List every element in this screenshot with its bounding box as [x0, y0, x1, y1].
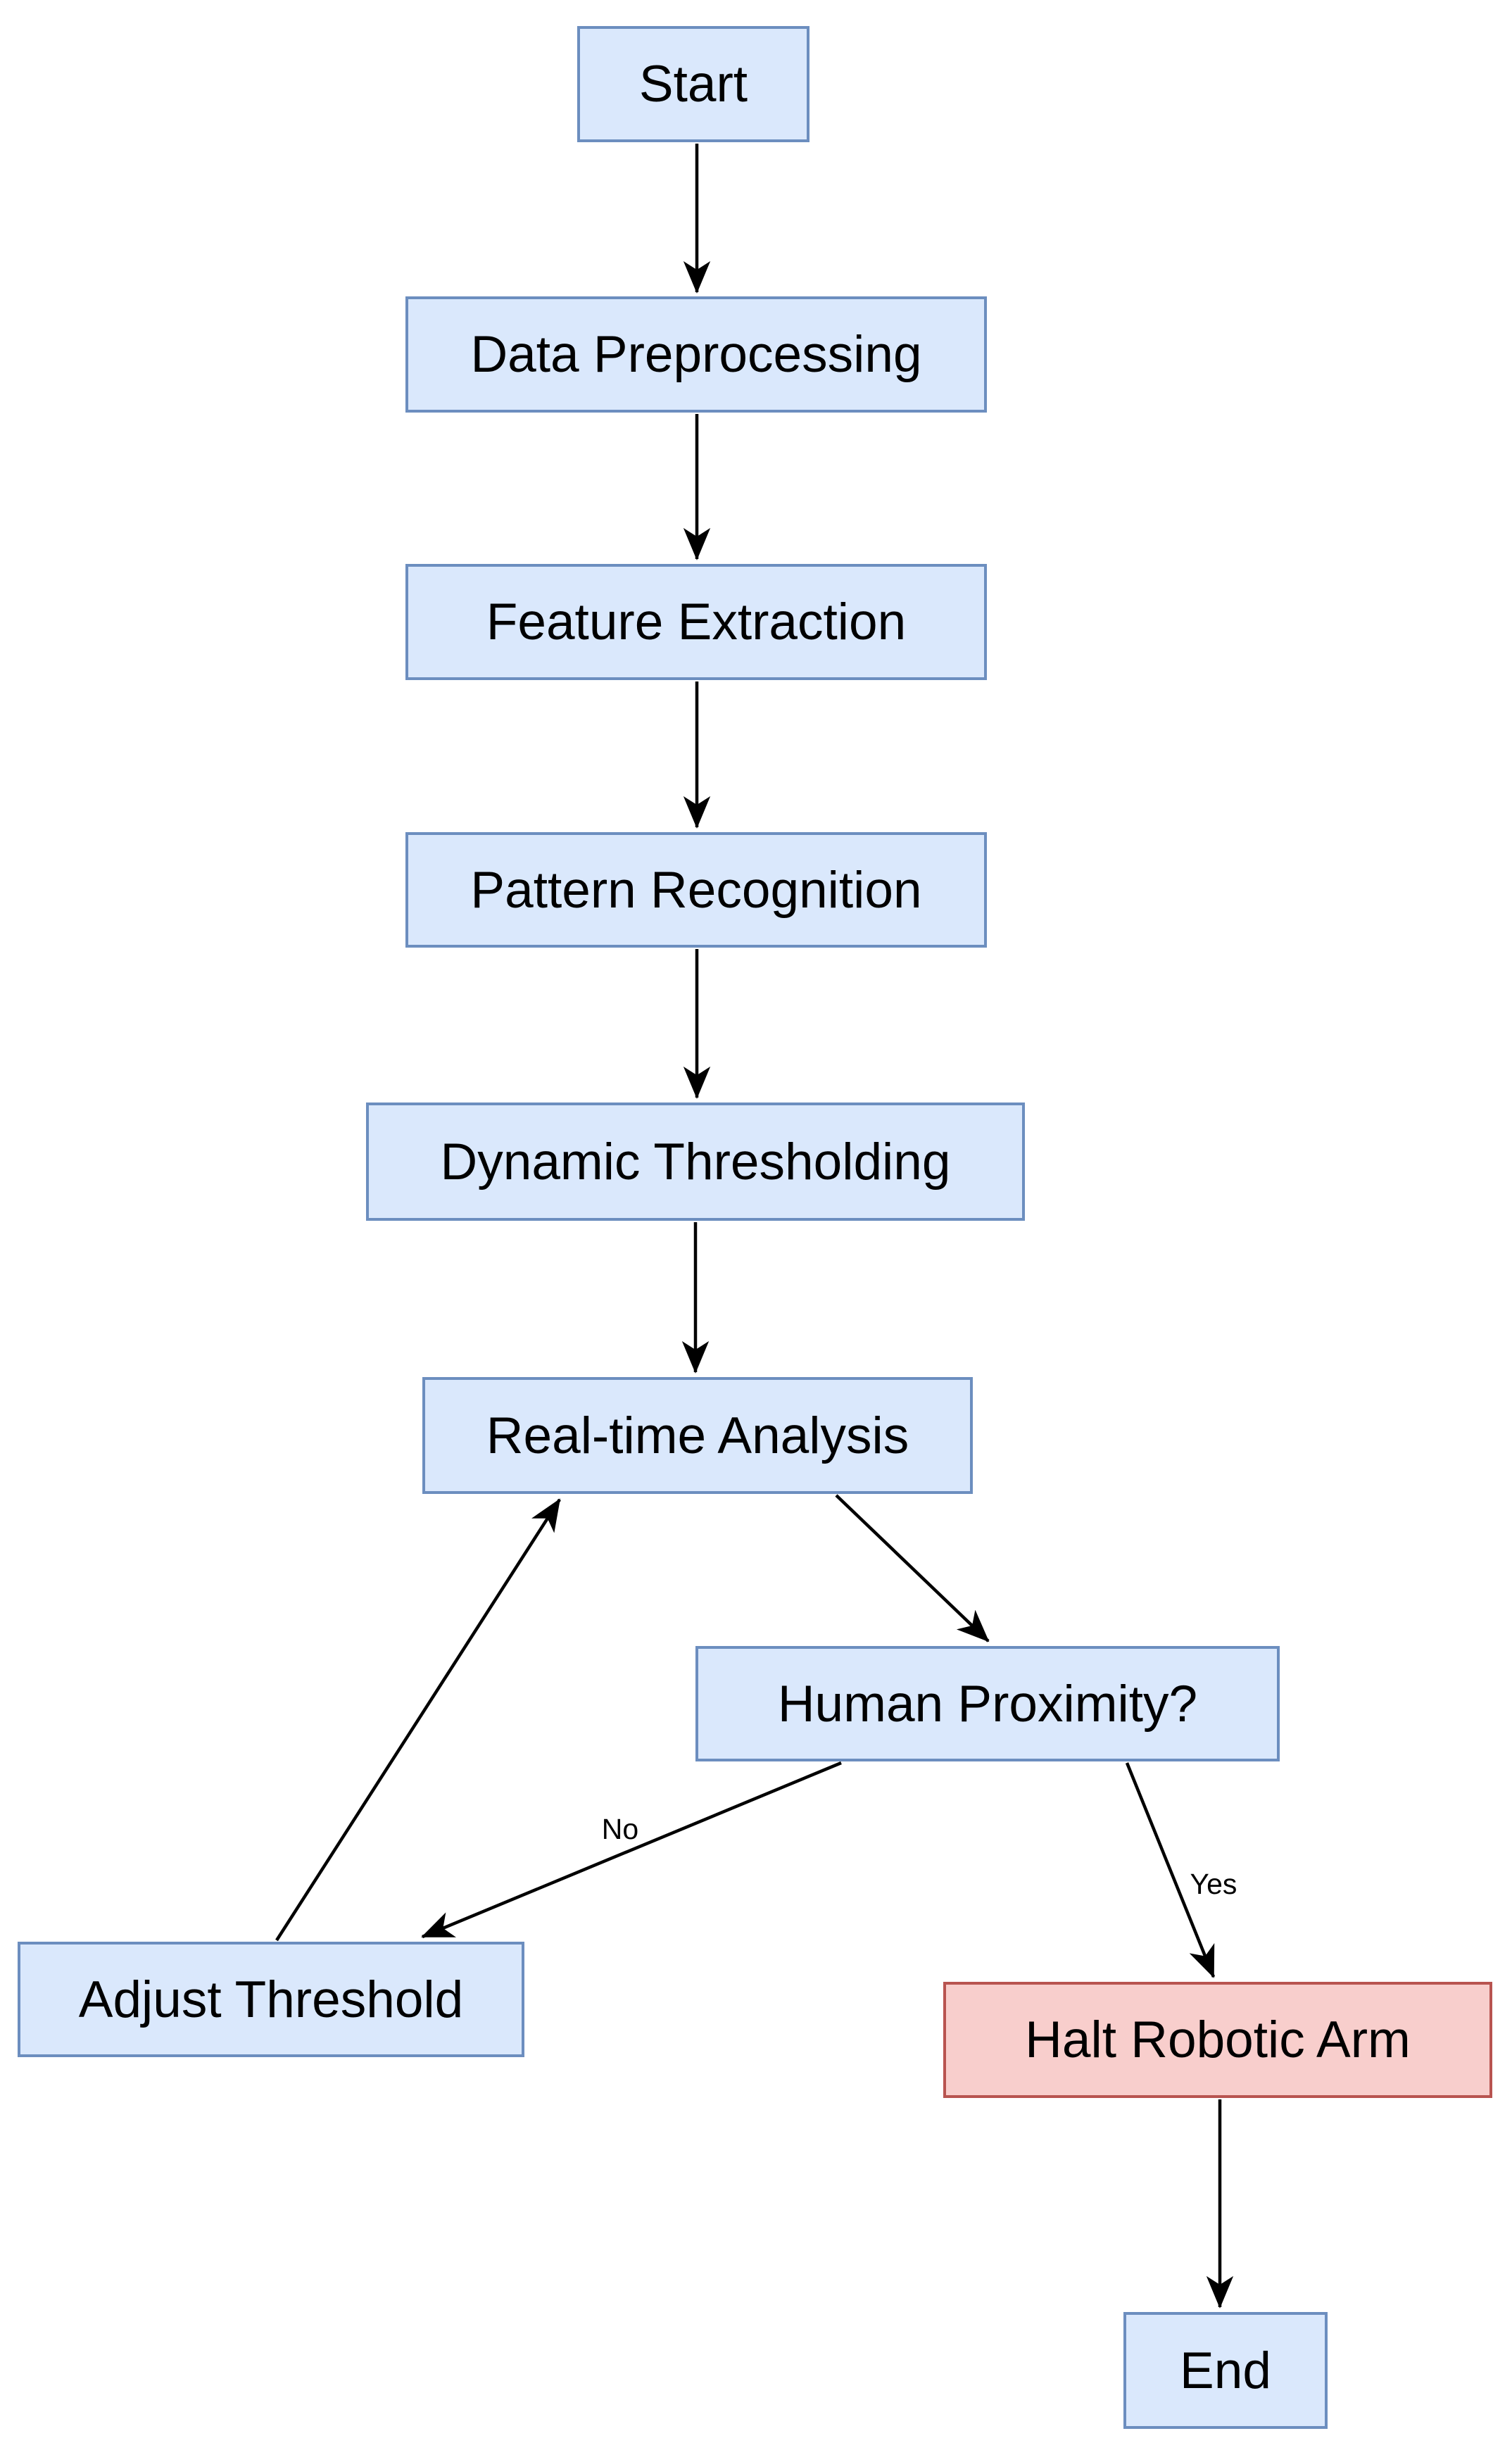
node-feature-extraction-label: Feature Extraction — [486, 593, 907, 651]
node-human-proximity-decision: Human Proximity? — [695, 1646, 1280, 1761]
edge-human-proximity-to-halt-robotic-arm — [1125, 1762, 1216, 1978]
edge-label-yes: Yes — [1190, 1868, 1237, 1900]
edge-human-proximity-to-adjust-threshold — [421, 1761, 842, 1939]
node-end: End — [1123, 2312, 1328, 2429]
node-data-preprocessing: Data Preprocessing — [405, 296, 987, 413]
node-feature-extraction: Feature Extraction — [405, 564, 987, 680]
node-start-label: Start — [638, 56, 748, 113]
node-end-label: End — [1180, 2342, 1271, 2399]
edge-real-time-analysis-to-human-proximity — [835, 1494, 990, 1642]
node-dynamic-thresholding-label: Dynamic Thresholding — [440, 1133, 951, 1191]
edge-label-no: No — [602, 1813, 638, 1845]
node-adjust-threshold: Adjust Threshold — [18, 1942, 524, 2057]
node-real-time-analysis-label: Real-time Analysis — [486, 1407, 909, 1464]
node-pattern-recognition-label: Pattern Recognition — [470, 861, 922, 919]
node-pattern-recognition: Pattern Recognition — [405, 832, 987, 948]
node-data-preprocessing-label: Data Preprocessing — [470, 326, 922, 383]
node-human-proximity-label: Human Proximity? — [777, 1675, 1198, 1733]
node-start: Start — [577, 26, 809, 142]
edge-adjust-threshold-to-real-time-analysis — [275, 1498, 561, 1942]
node-halt-robotic-arm-label: Halt Robotic Arm — [1025, 2011, 1411, 2068]
node-dynamic-thresholding: Dynamic Thresholding — [366, 1102, 1025, 1221]
node-real-time-analysis: Real-time Analysis — [422, 1377, 973, 1494]
node-halt-robotic-arm: Halt Robotic Arm — [943, 1982, 1492, 2098]
node-adjust-threshold-label: Adjust Threshold — [78, 1971, 464, 2028]
